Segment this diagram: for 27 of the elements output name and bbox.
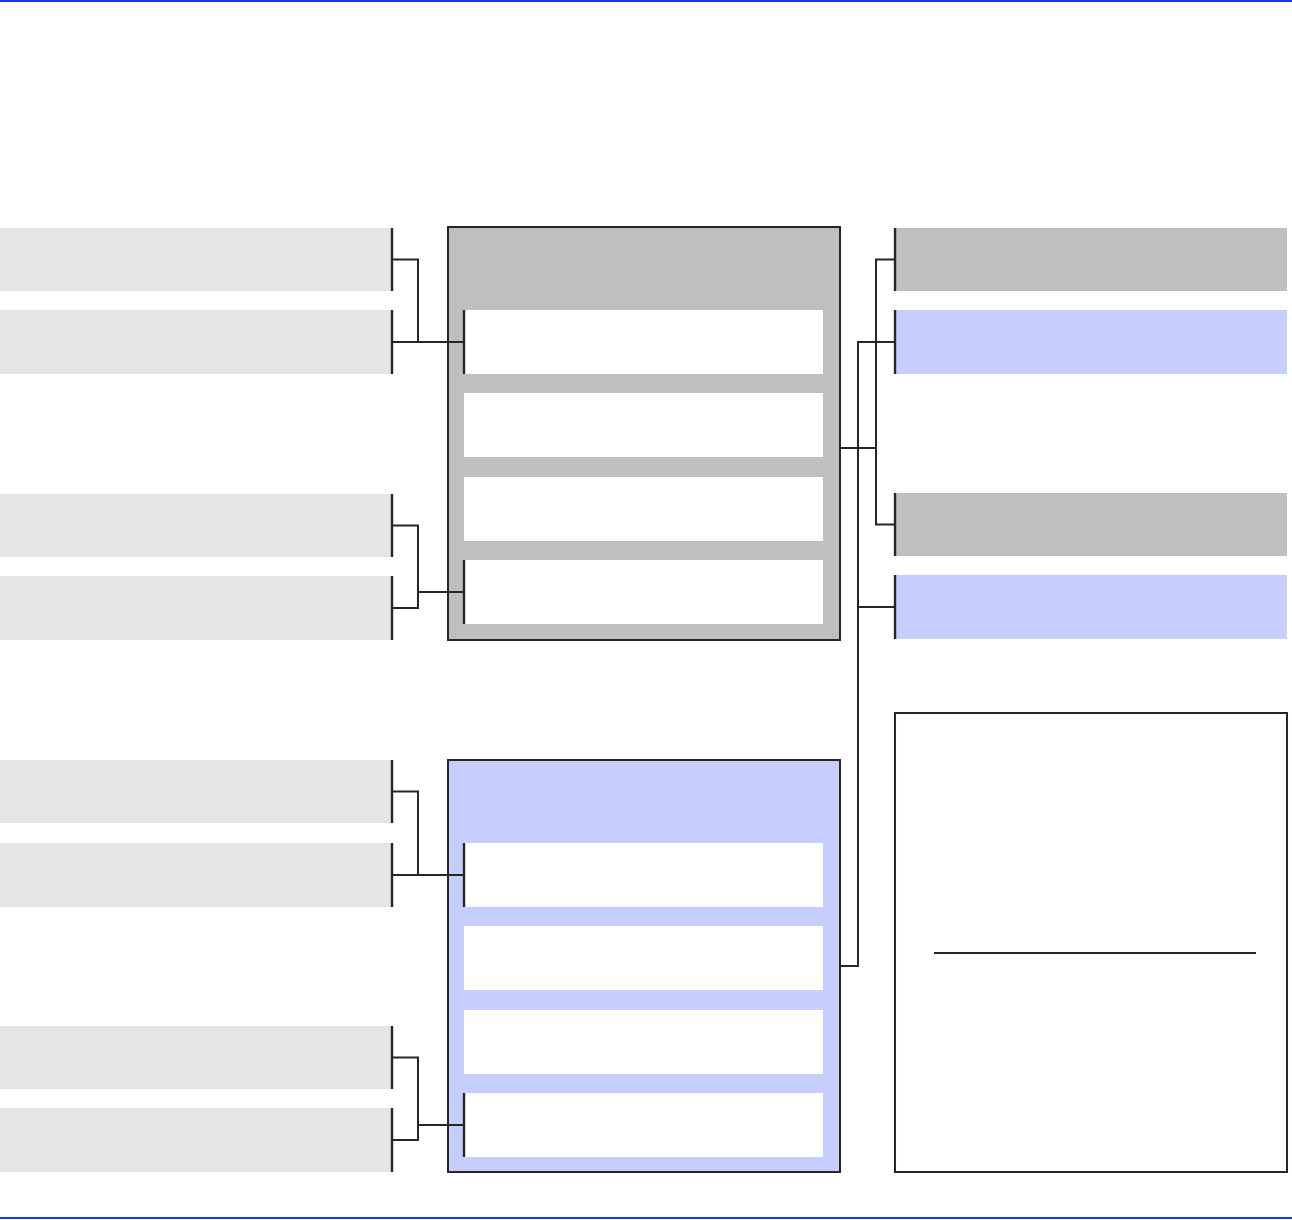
bar (893, 575, 1287, 639)
row-box (462, 310, 823, 374)
row-box (464, 393, 823, 457)
bar (893, 310, 1287, 374)
row-box (464, 926, 823, 990)
connector-line (839, 258, 896, 526)
bar (0, 760, 394, 823)
row-box (462, 843, 823, 907)
bar (0, 1026, 394, 1089)
panel-box (894, 712, 1288, 1173)
bar (0, 494, 394, 557)
bar (0, 1108, 394, 1172)
row-box (464, 477, 823, 541)
connector-line (391, 1056, 465, 1141)
row-box (462, 560, 823, 624)
bar (0, 576, 394, 640)
row-box (462, 1093, 823, 1157)
connector-line (391, 524, 465, 609)
bar (893, 493, 1287, 556)
row-box (464, 1010, 823, 1074)
bar (0, 310, 394, 374)
bar (0, 843, 394, 907)
bar (893, 228, 1287, 291)
connector-line (391, 790, 465, 876)
connector-line (839, 341, 896, 967)
connector-line (391, 258, 465, 343)
bar (0, 228, 394, 291)
